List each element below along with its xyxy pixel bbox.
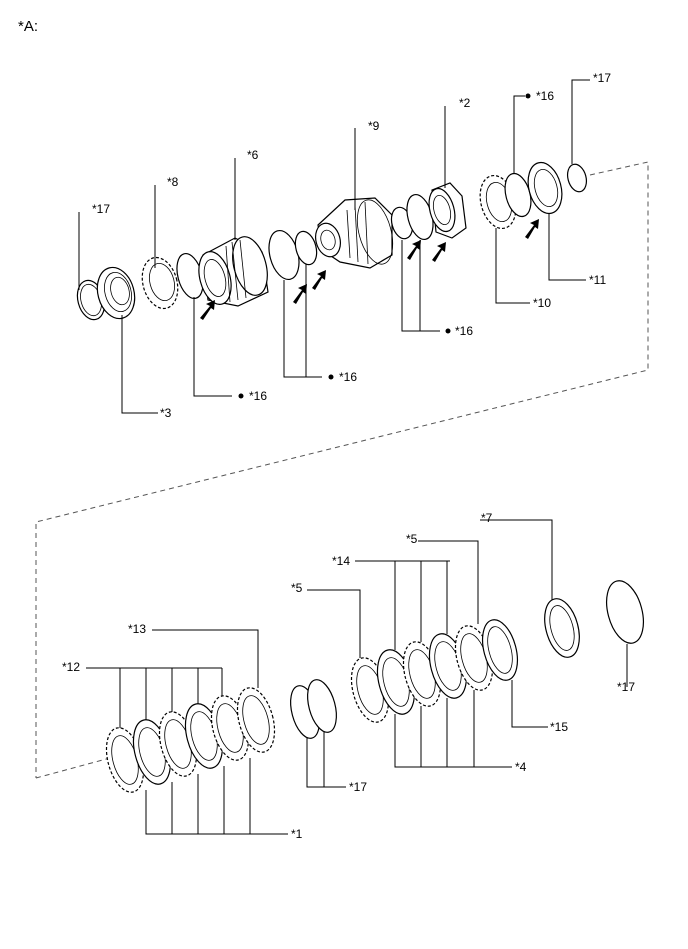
upper-group-outline	[35, 161, 649, 778]
bullet-icon	[328, 374, 334, 380]
snap-ring-lower-right	[606, 580, 644, 644]
assembly-arrow-icon	[525, 219, 539, 239]
callout-9: *9	[368, 119, 380, 133]
callout-5-b: *5	[291, 581, 303, 595]
callout-1: *1	[291, 827, 303, 841]
leader-line	[571, 79, 590, 164]
callout-16-c: *16	[455, 324, 473, 338]
clutch-cylinder-part	[315, 197, 394, 269]
leader-line	[193, 297, 232, 397]
clutch-hub-part	[96, 266, 136, 320]
callout-8: *8	[167, 175, 179, 189]
leader-line	[480, 519, 553, 600]
spring-retainer-part	[527, 161, 563, 215]
assembly-arrow-icon	[200, 300, 215, 320]
leader-line	[121, 315, 158, 414]
callout-16-top: *16	[536, 89, 554, 103]
clutch-pack-right	[350, 619, 519, 723]
callout-17-left: *17	[92, 202, 110, 216]
callout-2: *2	[459, 96, 471, 110]
callout-13: *13	[128, 622, 146, 636]
callout-10: *10	[533, 296, 551, 310]
callout-17-top: *17	[593, 71, 611, 85]
assembly-arrow-icon	[293, 284, 307, 304]
o-ring-part	[294, 230, 318, 266]
callout-12: *12	[62, 660, 80, 674]
callout-3: *3	[160, 406, 172, 420]
leader-line	[152, 629, 259, 688]
leader-line	[145, 790, 288, 835]
snap-ring-mid	[307, 679, 337, 733]
assembly-arrow-icon	[312, 270, 326, 290]
bullet-icon	[445, 328, 451, 334]
clutch-pack-left	[105, 687, 276, 793]
leader-line	[401, 240, 421, 332]
callout-5-a: *5	[406, 532, 418, 546]
leader-line	[495, 228, 530, 304]
leader-line	[511, 680, 548, 728]
callout-17-right: *17	[617, 680, 635, 694]
snap-ring-right	[566, 163, 588, 193]
clutch-drum-part	[198, 236, 269, 307]
callout-11: *11	[589, 273, 606, 287]
assembly-arrow-icon	[432, 242, 446, 262]
bullet-icon	[238, 393, 244, 399]
splined-ring-part	[141, 256, 179, 310]
leader-line	[548, 213, 586, 281]
leader-line	[394, 714, 512, 768]
leader-line	[418, 540, 479, 624]
flange-ring-part	[544, 598, 580, 658]
callout-4: *4	[515, 760, 527, 774]
callout-15: *15	[550, 720, 568, 734]
bullet-icon	[525, 93, 531, 99]
callout-16-b: *16	[339, 370, 357, 384]
callout-14: *14	[332, 554, 350, 568]
leader-line	[306, 738, 346, 788]
figure-label: *A:	[18, 18, 38, 35]
callout-17-mid: *17	[349, 780, 367, 794]
callout-6: *6	[247, 148, 259, 162]
leader-line	[283, 264, 307, 378]
lower-group-edge	[35, 757, 111, 779]
leader-line	[513, 95, 525, 174]
callout-7: *7	[481, 511, 493, 525]
callout-16-a: *16	[249, 389, 267, 403]
assembly-arrow-icon	[407, 240, 421, 260]
piston-part	[428, 182, 467, 239]
leader-line	[307, 589, 361, 658]
